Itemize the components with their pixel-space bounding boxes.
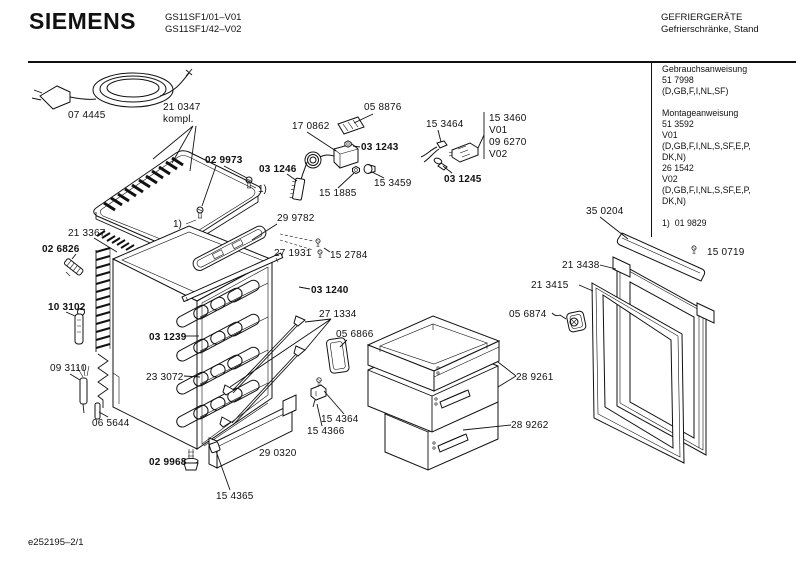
part-label-210347-1: kompl. <box>163 114 194 125</box>
part-label-150719: 15 0719 <box>707 247 745 258</box>
part-label-093110: 09 3110 <box>50 363 87 374</box>
thermostat-knob <box>363 164 376 174</box>
trim-strip-350204 <box>616 232 706 282</box>
info-panel-line: Montageanweisung <box>662 108 739 118</box>
info-panel-line: (D,GB,F,I,NL,S,SF,E,P, <box>662 185 751 195</box>
footnote-marker-2: 1) <box>173 219 182 230</box>
info-panel-line: (D,GB,F,I,NL,SF) <box>662 86 729 96</box>
info-panel-line: V02 <box>662 174 678 184</box>
switch-group <box>420 112 485 171</box>
part-label-271334: 27 1334 <box>319 309 357 320</box>
part-label-152784: 15 2784 <box>330 250 368 261</box>
part-label-213367: 21 3367 <box>68 228 106 239</box>
rail-271931 <box>181 252 284 303</box>
info-panel-line: DK,N) <box>662 196 686 206</box>
part-label-289262: 28 9262 <box>511 420 549 431</box>
part-label-031246: 03 1246 <box>259 164 297 175</box>
part-label-233072: 23 3072 <box>146 372 184 383</box>
category-title: GEFRIERGERÄTE <box>661 12 743 23</box>
left-small-parts <box>63 258 101 420</box>
part-label-031240: 03 1240 <box>311 285 349 296</box>
part-label-154366: 15 4366 <box>307 426 345 437</box>
part-label-271931: 27 1931 <box>274 248 312 259</box>
bearing-plate-056874 <box>566 310 587 333</box>
part-label-153464: 15 3464 <box>426 119 464 130</box>
part-label-056866: 05 6866 <box>336 329 374 340</box>
part-label-153460-3: V02 <box>489 149 508 160</box>
part-label-103102: 10 3102 <box>48 302 86 313</box>
part-label-031245: 03 1245 <box>444 174 482 185</box>
part-label-210347: 21 0347 <box>163 102 201 113</box>
lid <box>93 125 262 251</box>
part-label-153459: 15 3459 <box>374 178 412 189</box>
part-label-154364: 15 4364 <box>321 414 359 425</box>
part-label-031243: 03 1243 <box>361 142 399 153</box>
door-group <box>566 232 715 464</box>
part-label-154365: 15 4365 <box>216 491 254 502</box>
header-divider <box>28 61 796 63</box>
kick-panel <box>208 394 297 469</box>
terminal-comb <box>289 177 306 201</box>
info-panel-line: Gebrauchsanweisung <box>662 64 748 74</box>
lid-screws <box>185 165 257 225</box>
part-label-299782: 29 9782 <box>277 213 315 224</box>
small-frame-056866 <box>326 337 350 374</box>
info-panel-line: 51 7998 <box>662 75 694 85</box>
part-label-290320: 29 0320 <box>259 448 297 459</box>
part-label-153460-2: 09 6270 <box>489 137 527 148</box>
leader-lines <box>65 113 629 491</box>
shelf-support-rods <box>219 315 306 428</box>
part-label-026826: 02 6826 <box>42 244 80 255</box>
part-label-056874: 05 6874 <box>509 309 547 320</box>
door-hinge-pin <box>310 377 327 408</box>
part-label-151885: 15 1885 <box>319 188 357 199</box>
part-label-213415: 21 3415 <box>531 280 569 291</box>
door-gasket <box>591 282 685 464</box>
info-panel-line: V01 <box>662 130 678 140</box>
starter-part <box>433 157 448 171</box>
part-label-289261: 28 9261 <box>516 372 554 383</box>
info-panel-line: 26 1542 <box>662 163 694 173</box>
model-line-2: GS11SF1/42–V02 <box>165 24 242 35</box>
screw-150719 <box>691 245 697 254</box>
info-panel-divider <box>651 61 652 237</box>
document-number: e252195–2/1 <box>28 537 84 548</box>
footnote-markers: 1) 1) <box>173 184 267 230</box>
part-label-170862: 17 0862 <box>292 121 330 132</box>
part-label-153460: 15 3460 <box>489 113 527 124</box>
drawer-1 <box>366 315 501 392</box>
screws-152784 <box>279 233 323 258</box>
part-label-031239: 03 1239 <box>149 332 187 343</box>
footnote-marker-1: 1) <box>258 184 267 195</box>
model-numbers: GS11SF1/01–V01 GS11SF1/42–V02 <box>165 12 241 36</box>
category-subtitle: Gefrierschränke, Stand <box>661 24 759 35</box>
cover-strip-299782 <box>192 225 267 271</box>
category-block: GEFRIERGERÄTE Gefrierschränke, Stand <box>661 12 759 36</box>
part-label-058876: 05 8876 <box>364 102 402 113</box>
brand-logo: SIEMENS <box>29 8 137 34</box>
cabinet <box>111 225 275 450</box>
model-line-1: GS11SF1/01–V01 <box>165 12 242 23</box>
info-panel-line: DK,N) <box>662 152 686 162</box>
part-103102 <box>74 308 85 345</box>
part-label-029973: 02 9973 <box>205 155 243 166</box>
part-label-350204: 35 0204 <box>586 206 624 217</box>
part-label-065644: 06 5644 <box>92 418 130 429</box>
part-label-074445: 07 4445 <box>68 110 106 121</box>
leveling-foot <box>183 449 199 471</box>
part-label-153460-1: V01 <box>489 125 508 136</box>
part-label-029968: 02 9968 <box>149 457 187 468</box>
power-cord <box>31 68 193 110</box>
freezer-drawers <box>366 315 501 471</box>
info-panel-line: (D,GB,F,I,NL,S,SF,E,P, <box>662 141 751 151</box>
info-panel-line: 1) 01 9829 <box>662 218 707 228</box>
evaporator-shelves <box>176 279 269 428</box>
part-093110 <box>76 364 90 414</box>
info-panel-line: 51 3592 <box>662 119 694 129</box>
part-label-213438: 21 3438 <box>562 260 600 271</box>
part-065644 <box>94 402 101 420</box>
